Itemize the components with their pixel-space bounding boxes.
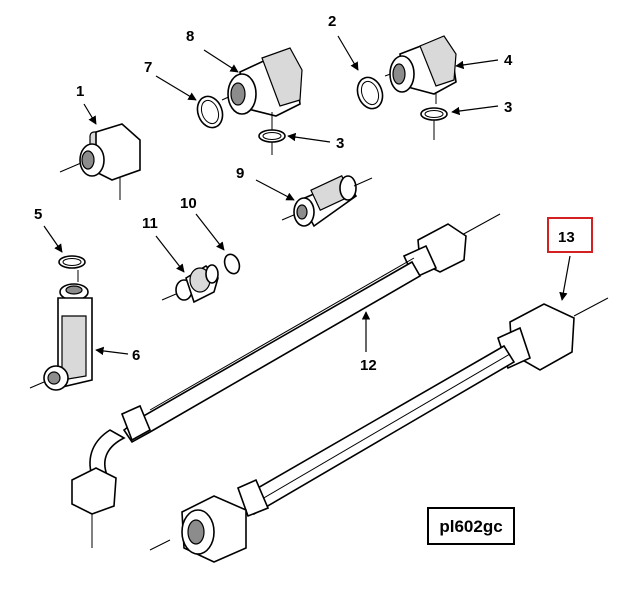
o-ring-3-left [258,129,286,155]
callout-11: 11 [142,215,158,232]
callout-6: 6 [132,347,140,364]
part-8-elbow-fitting [221,47,303,130]
callout-13: 13 [558,229,575,246]
callout-1: 1 [76,83,84,100]
callout-9: 9 [236,165,244,182]
o-ring-10 [223,253,241,275]
figure-id-box [427,507,515,545]
o-ring-2 [356,76,384,110]
callout-8: 8 [186,28,194,45]
figure-id: pl602gc [439,517,502,536]
part-12-bent-hose [71,213,501,548]
o-ring-3-right [420,107,448,140]
part-6-bracket [29,270,93,391]
callout-3-lower: 3 [336,135,344,152]
leader-arrows [43,35,571,356]
callout-12: 12 [360,357,377,374]
callout-3-upper: 3 [504,99,512,116]
part-11-fitting [161,264,219,304]
o-ring-7 [196,95,224,129]
o-ring-5 [58,255,86,269]
part-4-elbow-fitting [384,35,457,104]
callout-7: 7 [144,59,152,76]
part-9-adapter [281,175,373,228]
callout-10: 10 [180,195,197,212]
part-1-elbow-fitting [59,123,141,200]
part-13-straight-hose [149,297,609,563]
callout-5: 5 [34,206,42,223]
callout-4: 4 [504,52,513,69]
callout-2: 2 [328,13,336,30]
callout-13-highlight-box [547,217,593,253]
